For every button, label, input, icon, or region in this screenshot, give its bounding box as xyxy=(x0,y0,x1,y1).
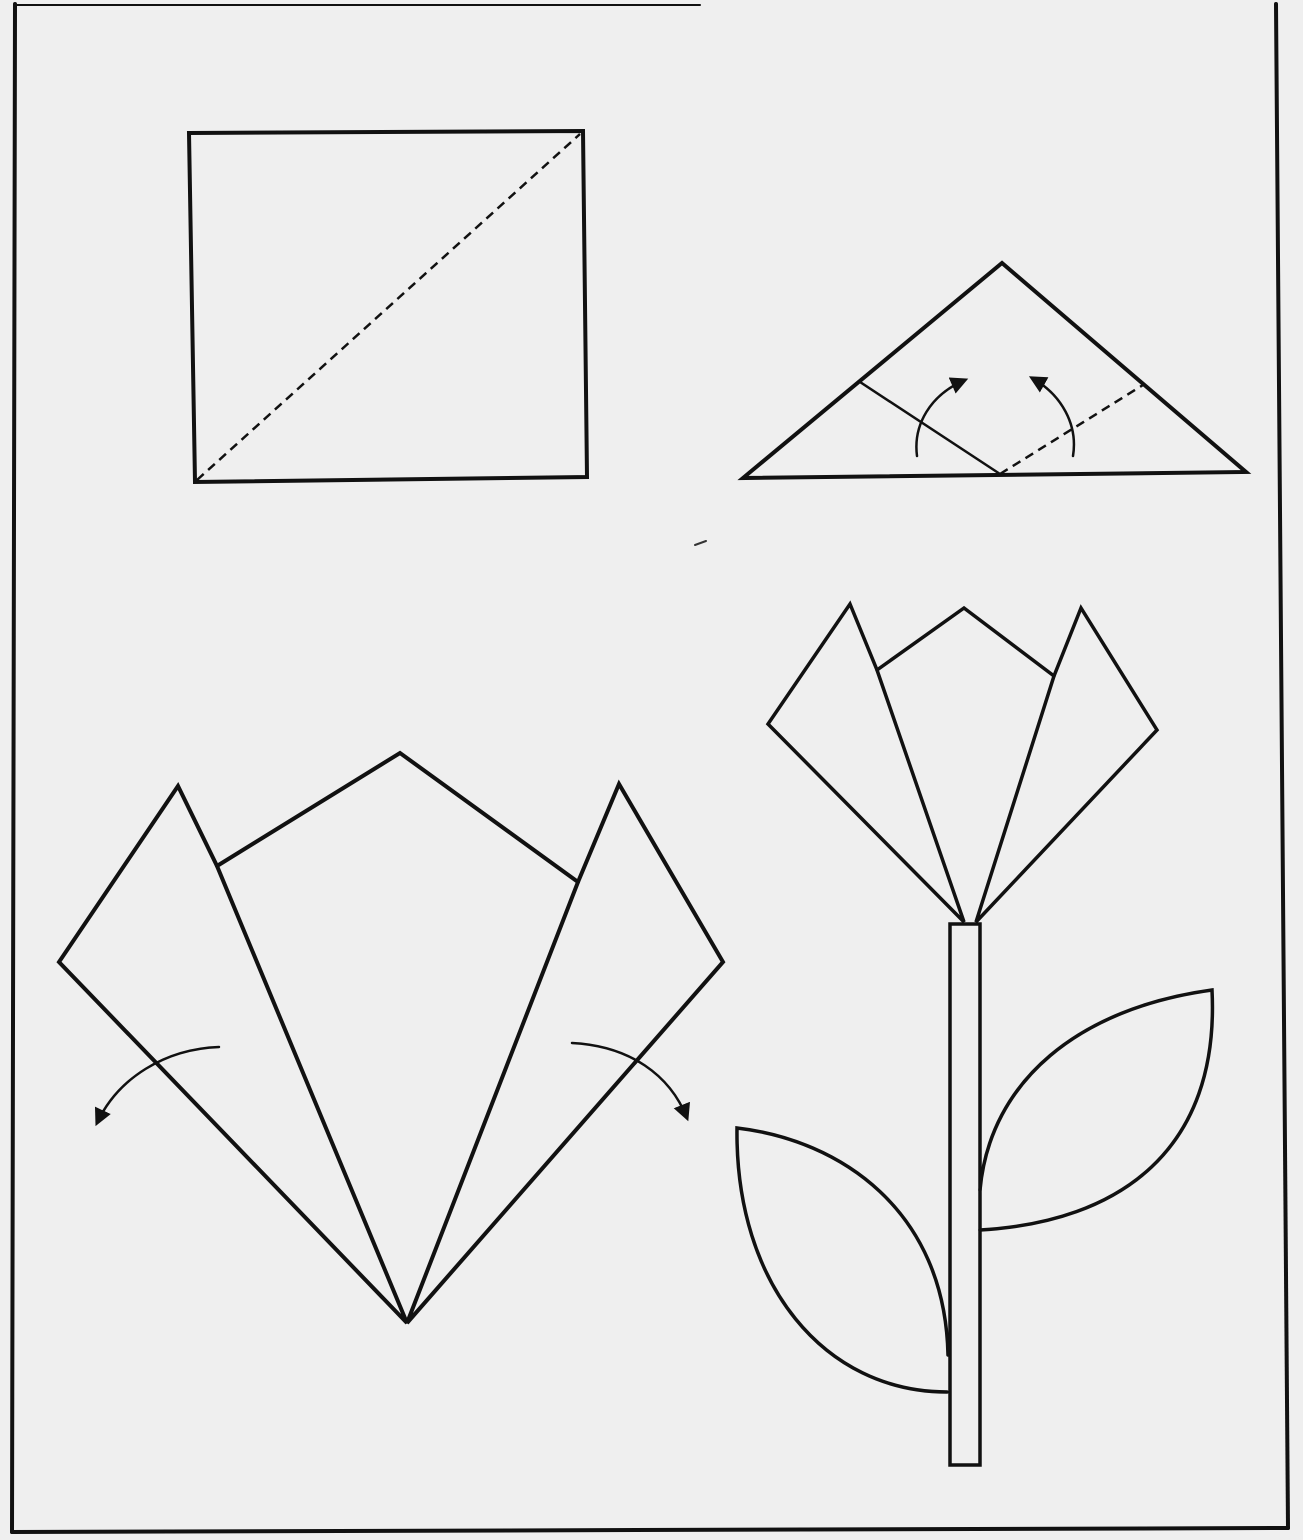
step-1-square xyxy=(189,131,587,482)
tulip-right-petal xyxy=(976,608,1157,922)
page-border xyxy=(12,4,1288,1532)
step-3-flower-head xyxy=(59,753,723,1323)
fold-out-arrow-right-icon xyxy=(572,1043,687,1118)
fold-up-arrow-right-icon xyxy=(1032,378,1074,456)
right-petal xyxy=(407,784,723,1323)
left-fold-line xyxy=(860,382,1000,474)
diagonal-fold-line xyxy=(197,134,580,480)
step-2-triangle xyxy=(743,263,1246,478)
left-petal xyxy=(59,786,407,1323)
fold-up-arrow-left-icon xyxy=(916,380,965,456)
tulip-left-petal xyxy=(768,604,964,922)
stray-mark xyxy=(695,541,706,545)
left-leaf xyxy=(737,1128,948,1392)
step-4-tulip xyxy=(737,604,1212,1465)
tulip-stem xyxy=(950,924,980,1465)
right-leaf xyxy=(980,990,1212,1230)
tulip-center-top xyxy=(877,608,1054,676)
